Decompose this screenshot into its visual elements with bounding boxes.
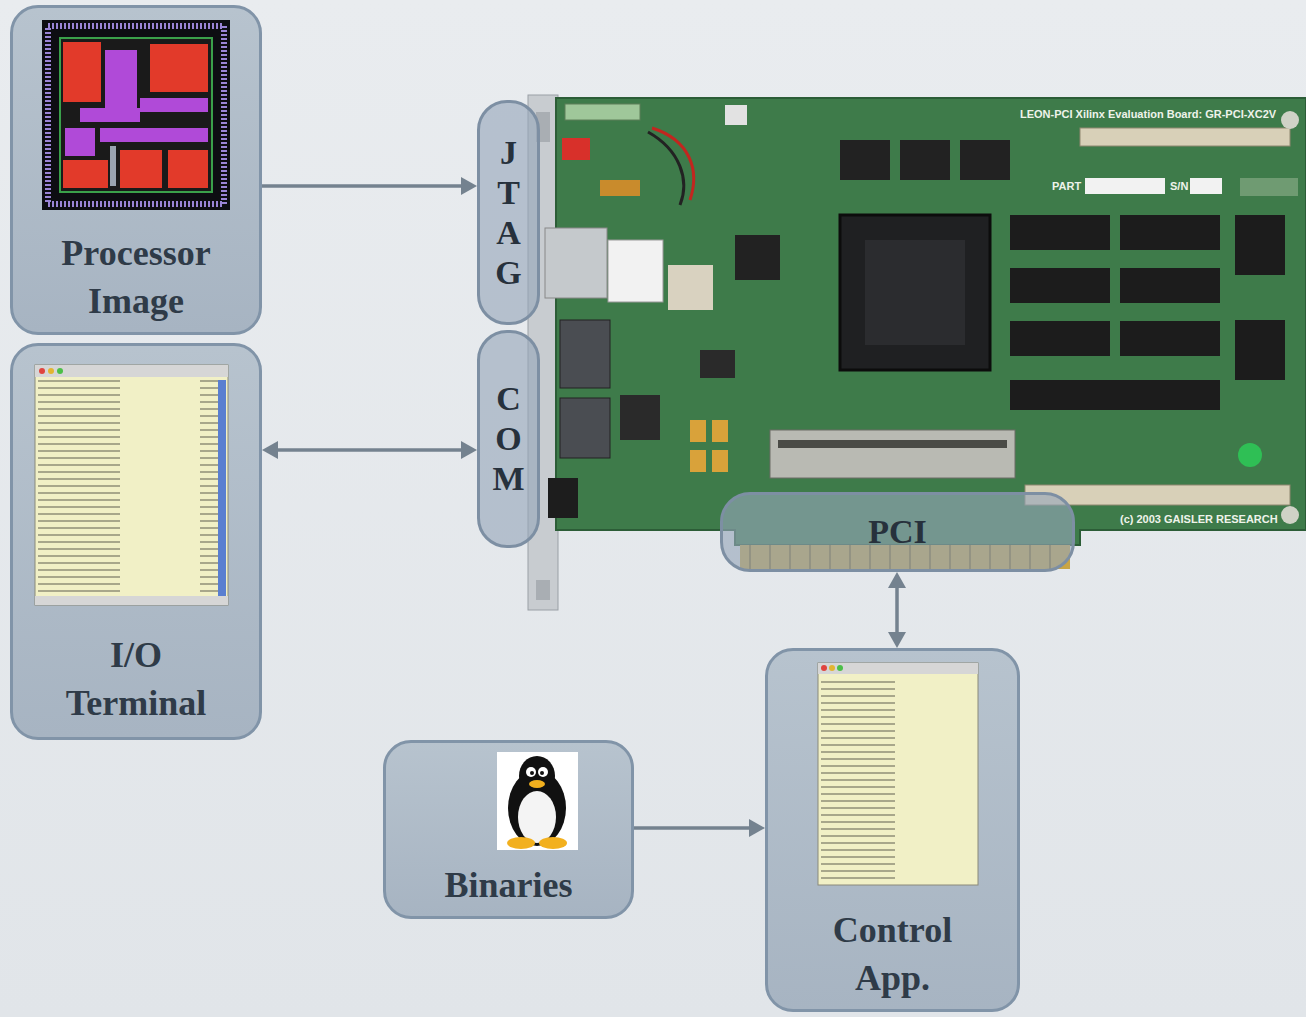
connector-line (895, 586, 899, 634)
silkscreen-text: (c) 2003 GAISLER RESEARCH (1120, 513, 1278, 526)
terminal-screenshot (818, 663, 978, 885)
silkscreen-text: PART (1052, 180, 1081, 193)
arrow-head (749, 819, 765, 837)
bus-tab: PCI (720, 492, 1075, 572)
arrow-head (461, 177, 477, 195)
node-label: I/O Terminal (46, 631, 226, 727)
connector-line (276, 448, 463, 452)
connector-line (262, 184, 463, 188)
chip-layout-image (42, 20, 230, 210)
connector-arrow (262, 177, 477, 195)
port-tab: C O M (477, 330, 540, 548)
arrow-head (461, 441, 477, 459)
port-tab: J T A G (477, 100, 540, 325)
connector-arrow (634, 819, 765, 837)
node-label: Binaries (419, 861, 599, 909)
image-box: Processor Image (10, 5, 262, 335)
node-label: J T A G (492, 133, 526, 293)
tux-penguin (497, 752, 578, 850)
silkscreen-text: LEON-PCI Xilinx Evaluation Board: GR-PCI… (1020, 108, 1276, 121)
connector-arrow (888, 572, 906, 648)
node-label: PCI (868, 512, 927, 552)
connector-arrow (262, 441, 477, 459)
node-label: Processor Image (46, 229, 226, 325)
node-label: Control App. (803, 906, 983, 1002)
terminal-box: I/O Terminal (10, 343, 262, 740)
arrow-head (262, 441, 278, 459)
connector-line (634, 826, 751, 830)
node-label: C O M (492, 379, 526, 499)
terminal-screenshot (35, 365, 228, 605)
arrow-head (888, 632, 906, 648)
control-app-box: Control App. (765, 648, 1020, 1012)
silkscreen-text: S/N (1170, 180, 1188, 193)
binaries-box: Binaries (383, 740, 634, 919)
arrow-head (888, 572, 906, 588)
